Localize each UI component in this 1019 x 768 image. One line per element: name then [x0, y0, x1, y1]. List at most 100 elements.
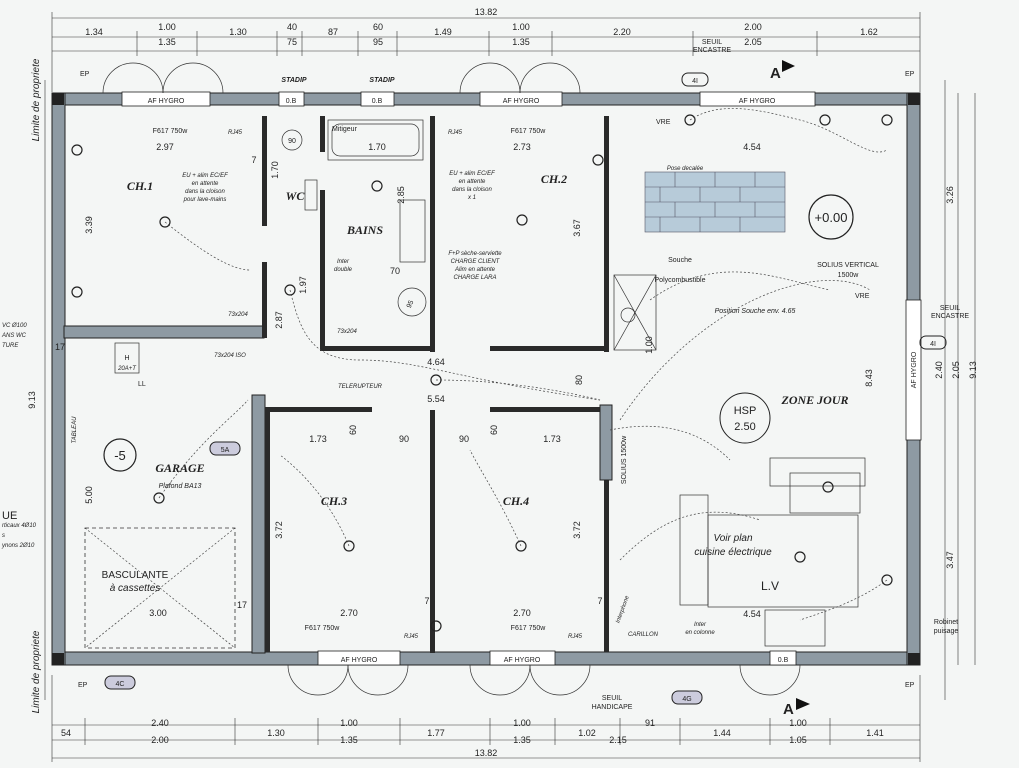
inter-col-1: Inter [694, 622, 707, 628]
dim-1-97: 1.97 [298, 276, 308, 294]
dim-garage-w: 3.00 [149, 608, 167, 618]
rj45-4: RJ45 [568, 634, 583, 640]
dim-top-3: 1.30 [229, 27, 247, 37]
dim-top2-3: 95 [373, 37, 383, 47]
left-text-3: ynons 2Ø10 [1, 543, 35, 549]
souche-label: Souche [668, 257, 692, 264]
af-hygro-label-2: AF HYGRO [503, 98, 540, 105]
robinet-2: puisage [934, 628, 959, 635]
ep-tr: EP [905, 71, 915, 78]
note-inter-2: double [334, 267, 353, 273]
dim-7-c: 7 [597, 596, 602, 606]
notes: EU + alim EC/EF en attente dans la clois… [72, 119, 958, 711]
souche [613, 274, 657, 351]
left-vc-3: TURE [2, 343, 19, 349]
lv-label: L.V [761, 579, 779, 593]
limite-top: Limite de propriete [31, 58, 42, 141]
dim-ch1-w: 2.97 [156, 142, 174, 152]
dim-bot-4: 1.00 [340, 718, 358, 728]
section-markers: A A [770, 60, 810, 718]
dim-bot-10: 1.00 [789, 718, 807, 728]
seuil-hand-1: SEUIL [602, 695, 622, 702]
bathroom: Mitigeur 95 90 [281, 119, 427, 317]
af-hygro-label-1: AF HYGRO [148, 98, 185, 105]
dim-garage-h: 5.00 [84, 486, 94, 504]
rj45-1: RJ45 [228, 130, 243, 136]
f617-bottom-2: F617 750w [511, 625, 547, 632]
pose-decalee-label: Pose decalée [667, 166, 704, 172]
dim-bot-11: 1.41 [866, 728, 884, 738]
note-inter-1: Inter [337, 259, 350, 265]
garage-sub: Plafond BA13 [159, 483, 202, 490]
dim-right-2: 2.40 [934, 361, 944, 379]
wc-95-label: 95 [406, 299, 416, 309]
win-73-b: 73x204 ISO [214, 353, 246, 359]
basculante: BASCULANTE [102, 570, 169, 581]
badge-4g: 4G [682, 696, 691, 703]
vre-right: VRE [855, 293, 870, 300]
cassettes: à cassettes [110, 583, 161, 594]
dim-ch4-w: 2.70 [513, 608, 531, 618]
af-hygro-label-5: AF HYGRO [504, 657, 541, 664]
cuisine-electrique: cuisine électrique [694, 547, 772, 558]
robinet-1: Robinet [934, 619, 958, 626]
dim-door-90a: 90 [399, 434, 409, 444]
dim-bot2-2: 1.35 [340, 735, 358, 745]
seuil-encastre-right-2: ENCASTRE [931, 313, 969, 320]
badge-4c: 4C [116, 681, 125, 688]
dim-ch3-h: 3.72 [274, 521, 284, 539]
top-openings: AF HYGRO 0.B 0.B AF HYGRO AF HYGRO STADI… [102, 62, 816, 107]
stadip-label-1: STADIP [281, 77, 306, 84]
left-text-2: s [2, 533, 5, 539]
dim-bot2-1: 2.00 [151, 735, 169, 745]
dim-80: 80 [574, 375, 584, 385]
dim-ch4-h: 3.72 [572, 521, 582, 539]
dim-top2-2: 75 [287, 37, 297, 47]
dim-top-7: 1.49 [434, 27, 452, 37]
dim-bath-w: 1.70 [368, 142, 386, 152]
note-ch1-3: dans la cloison [185, 189, 225, 195]
ep-br: EP [905, 682, 915, 689]
seuil-encastre-right-1: SEUIL [940, 305, 960, 312]
af-hygro-label-6: AF HYGRO [911, 351, 918, 388]
dim-17-a: 17 [237, 600, 247, 610]
stadip-label-2: STADIP [369, 77, 394, 84]
note-ch2-4: x 1 [467, 195, 476, 201]
carillon-label: CARILLON [628, 632, 659, 638]
ll-label: LL [138, 381, 146, 388]
left-ue: UE [2, 510, 17, 522]
room-bains: BAINS [346, 223, 383, 237]
h-sub: 20A+T [117, 366, 137, 372]
interior-walls [63, 116, 613, 654]
dim-right-col: 1.73 [543, 434, 561, 444]
dim-2-87: 2.87 [274, 311, 284, 329]
voir-plan: Voir plan [713, 533, 753, 544]
dim-top-9: 2.20 [613, 27, 631, 37]
f617-top-2: F617 750w [511, 128, 547, 135]
dim-bot-5: 1.77 [427, 728, 445, 738]
wc-90-label: 90 [288, 138, 296, 145]
badge-4i-right: 4I [930, 341, 936, 348]
dim-bot-1: 54 [61, 728, 71, 738]
dim-wc-w: 1.70 [270, 161, 280, 179]
dim-bot-8: 91 [645, 718, 655, 728]
dim-top-8: 1.00 [512, 22, 530, 32]
ob-label-3: 0.B [778, 657, 789, 664]
dim-top-4: 40 [287, 22, 297, 32]
f617-top-1: F617 750w [153, 128, 189, 135]
dim-bath-h: 2.85 [396, 186, 406, 204]
note-fp-1: F+P sèche-serviette [448, 251, 502, 257]
seuil-encastre-top-2: ENCASTRE [693, 47, 731, 54]
level-minus: -5 [114, 448, 126, 463]
dim-total-top: 13.82 [475, 7, 498, 17]
dim-right-6: 3.47 [945, 551, 955, 569]
note-fp-4: CHARGE LARA [453, 275, 496, 281]
right-dimensions: 3.26 2.40 2.05 9.13 8.43 3.47 [864, 93, 978, 665]
room-ch2: CH.2 [541, 172, 567, 186]
dim-top-5: 87 [328, 27, 338, 37]
left-vc-1: VC Ø100 [2, 323, 27, 329]
property-lines: Limite de propriete Limite de propriete … [27, 58, 946, 713]
rj45-3: RJ45 [404, 634, 419, 640]
bottom-dimensions: 54 2.40 1.30 1.00 1.77 1.00 1.02 91 1.44… [51, 675, 921, 762]
dim-bot2-4: 2.15 [609, 735, 627, 745]
